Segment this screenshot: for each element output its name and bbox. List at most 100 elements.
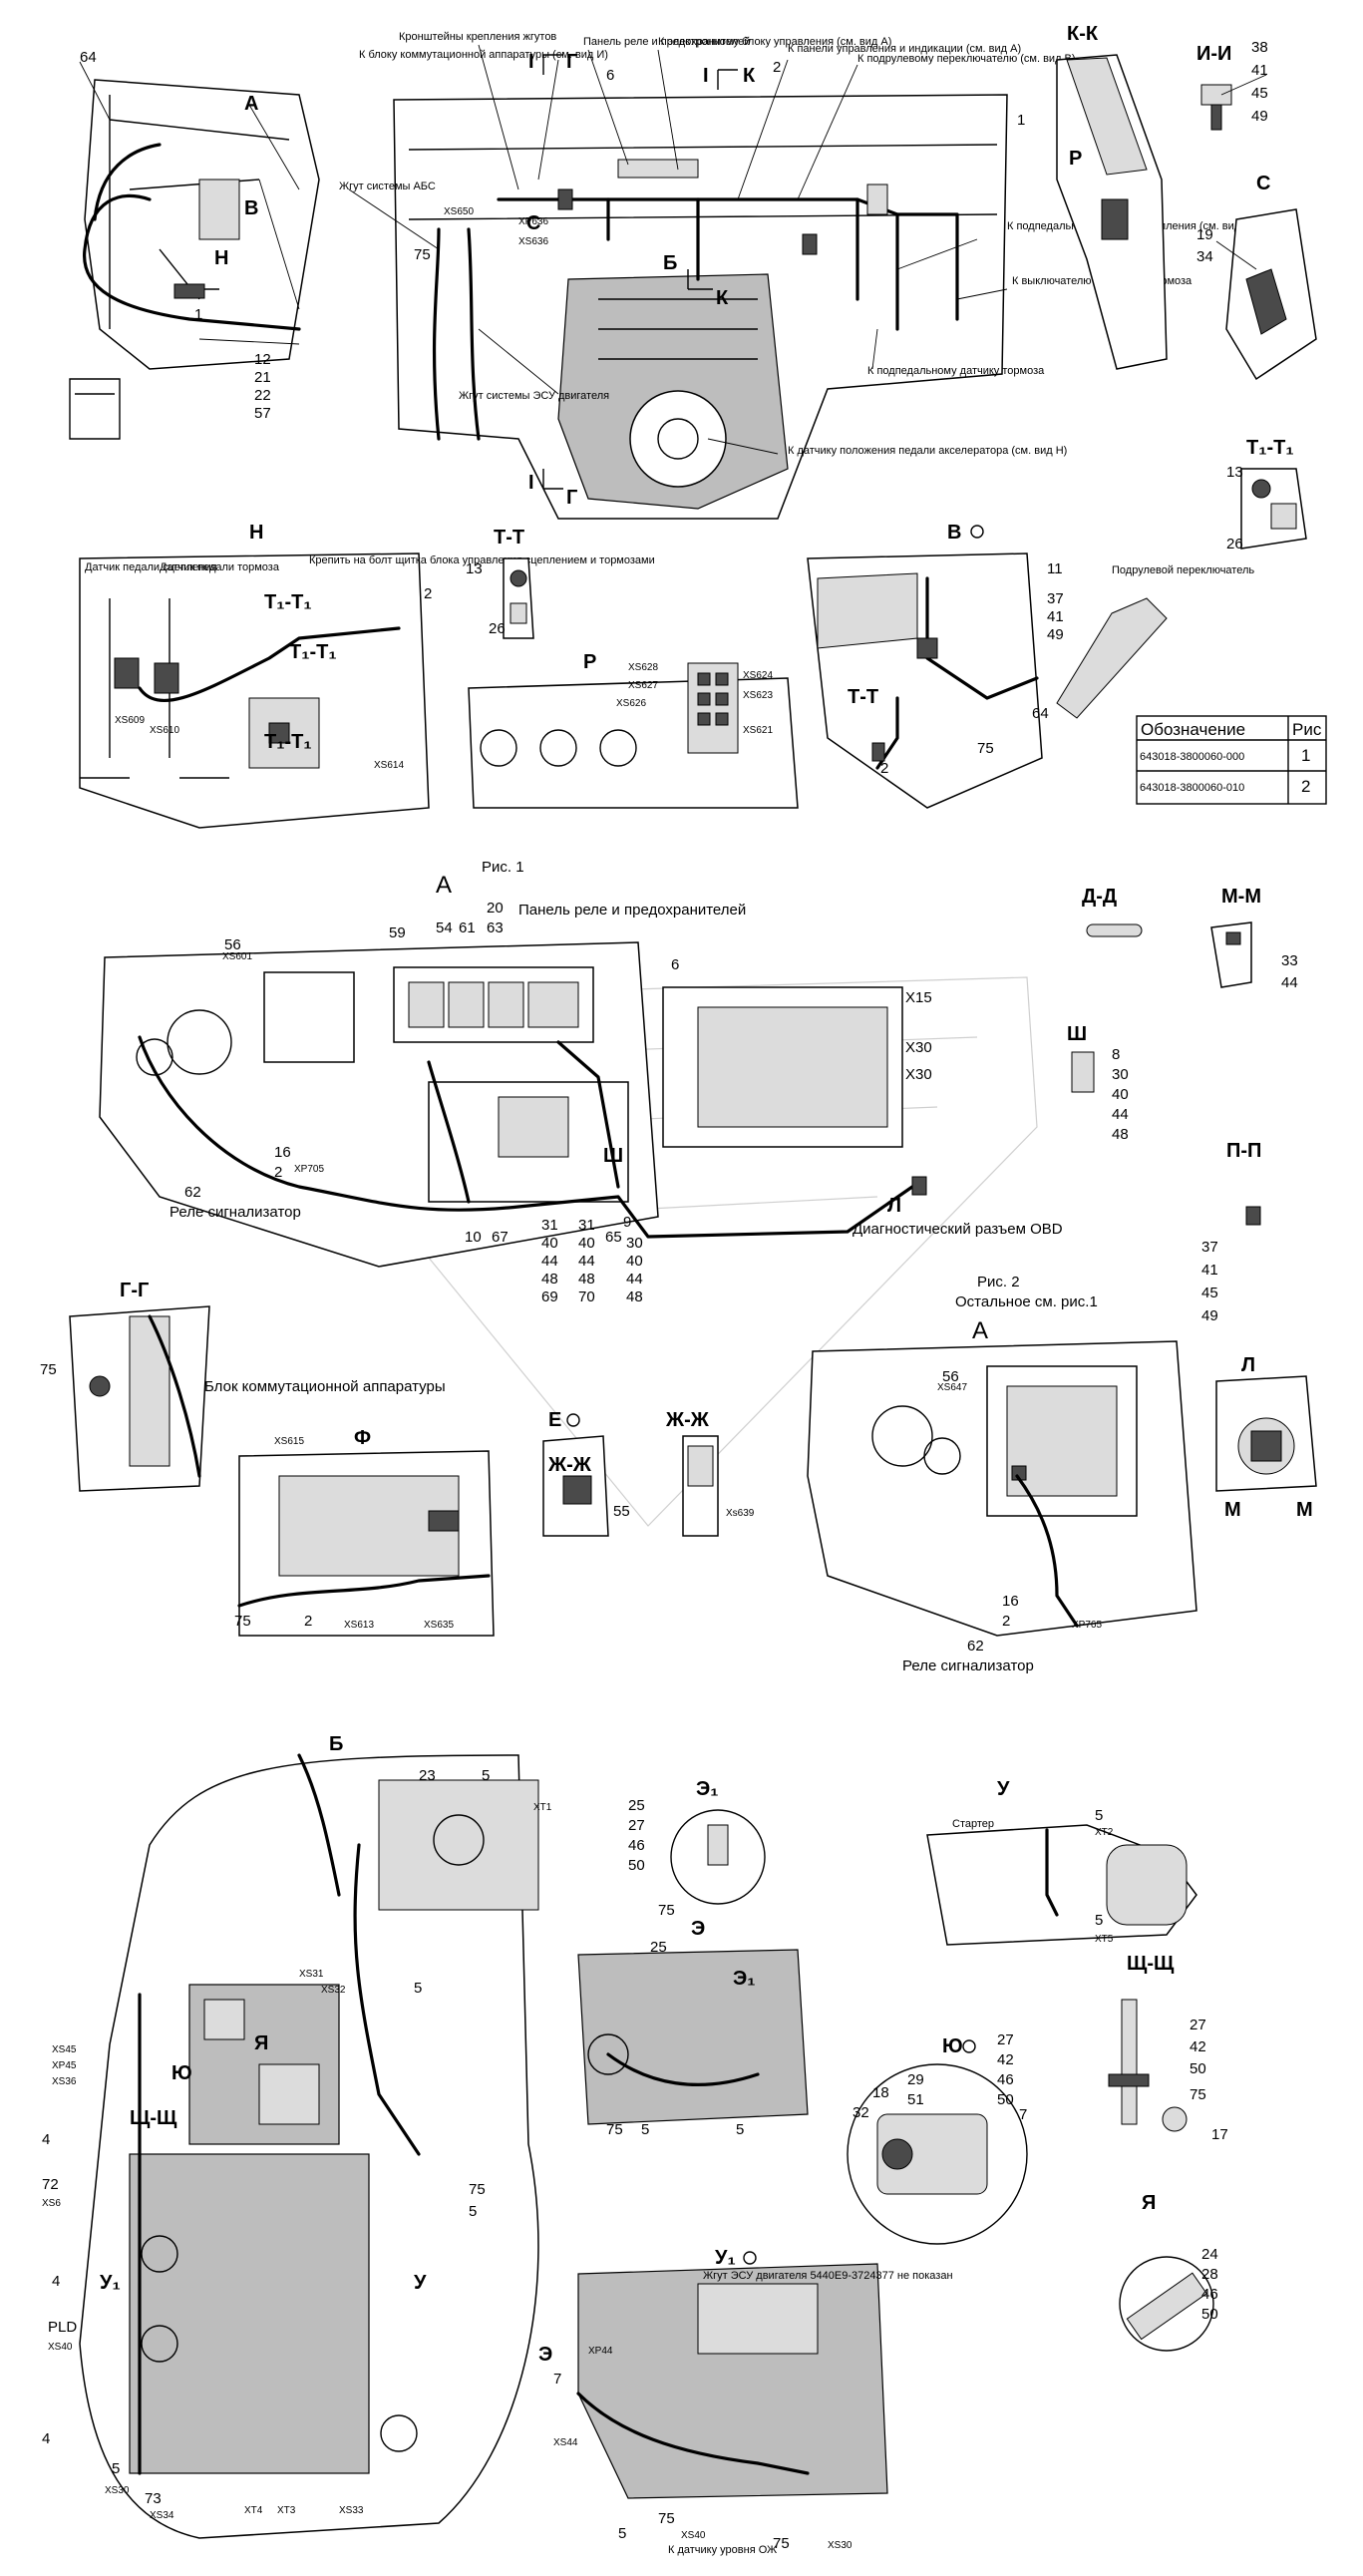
connector-label: XP44 [588,2346,613,2357]
part-number: 37 [1201,1239,1218,1256]
part-number: 7 [553,2371,561,2388]
part-number: 49 [1251,108,1268,125]
part-number: 48 [626,1288,643,1305]
part-number: 5 [469,2203,477,2220]
connector-label: X30 [905,1039,932,1056]
spec-table-cell: 1 [1301,746,1310,765]
view-ya: Я 24 28 46 50 [1119,2192,1218,2352]
part-number: 8 [1112,1046,1120,1063]
section-marker: I [703,65,709,87]
view-title-e1: Э₁ [696,1778,719,1800]
part-number: 34 [1196,248,1213,265]
part-number: 5 [641,2121,649,2138]
part-number: 28 [1201,2266,1218,2283]
part-number: 61 [459,920,476,936]
part-number: 13 [1226,464,1243,481]
connector-label: XS636 [518,236,548,247]
part-number: 16 [1002,1593,1019,1610]
part-number: 44 [541,1253,558,1270]
connector-label: XS36 [52,2076,77,2087]
connector-label: X15 [905,989,932,1006]
view-marker-r: Р [1069,148,1082,170]
callout-signal-relay: Реле сигнализатор [170,1204,301,1221]
view-yu: Ю 29 51 18 32 27 42 46 50 7 [847,2031,1028,2245]
part-number: 46 [997,2071,1014,2088]
connector-label: XS6 [42,2198,61,2209]
part-number: 57 [254,405,271,422]
part-number: 42 [1190,2038,1206,2055]
view-marker-u: У [414,2272,427,2294]
spec-table-header: Обозначение [1141,720,1245,739]
part-number: 65 [605,1229,622,1246]
view-gg: Г-Г 75 Блок коммутационной аппаратуры [40,1280,446,1492]
view-chassis-plan: Кронштейны крепления жгутов К блоку комм… [339,31,1255,520]
spec-table-cell: 643018-3800060-000 [1140,751,1244,763]
connector-label: XS30 [105,2485,130,2496]
part-number: 5 [1095,1807,1103,1824]
part-number: 26 [1226,536,1243,552]
connector-label: XS33 [339,2505,364,2516]
view-marker-n: Н [214,247,228,269]
part-number: 31 [578,1217,595,1234]
view-b: Б 23 5 XT1 XS31 XS32 5 Я Ю Щ-Щ XS45 XP45… [42,1733,552,2539]
part-number: 56 [224,936,241,953]
callout-esu-harness: Жгут системы ЭСУ двигателя [459,390,609,402]
section-marker: Т₁-Т₁ [264,591,312,613]
connector-label: XS627 [628,680,658,691]
view-ii: И-И 38 41 45 49 [1196,39,1268,131]
part-number: 4 [42,2131,50,2148]
part-number: 50 [997,2091,1014,2108]
callout-harness-note: Жгут ЭСУ двигателя 5440Е9-3724377 не пок… [703,2270,953,2282]
callout-switch-block: Блок коммутационной аппаратуры [204,1378,446,1395]
section-marker: Ж-Ж [547,1454,592,1476]
view-marker-ee: Э [538,2344,552,2366]
callout-to-column-switch: К подрулевому переключателю (см. вид В) [857,53,1076,65]
part-number: 75 [469,2181,486,2198]
part-number: 64 [80,49,97,66]
part-number: 2 [773,59,781,76]
part-number: 62 [967,1638,984,1655]
part-number: 55 [613,1503,630,1520]
part-number: 2 [880,760,888,777]
view-v: В 11 Подрулевой переключатель 37 41 49 6… [807,522,1254,809]
part-number: 72 [42,2176,59,2193]
section-marker: Т₁-Т₁ [264,731,312,753]
view-kk: К-К Р [1056,23,1168,370]
connector-label: XS601 [222,951,252,962]
connector-label: XS34 [150,2510,174,2521]
view-n: Н Датчик педали сцепления Датчик педали … [79,522,655,829]
view-title-e: Е [548,1409,561,1431]
part-number: 50 [1190,2060,1206,2077]
part-number: 41 [1047,608,1064,625]
view-marker-c: С [526,212,540,234]
part-number: 42 [997,2051,1014,2068]
view-t1t1: Т₁-Т₁ 13 26 [1226,437,1307,552]
spec-table-header: Рис [1292,720,1322,739]
connector-label: XS32 [321,1985,346,1996]
view-title-p: Р [583,651,596,673]
part-number: 27 [997,2031,1014,2048]
view-title-yu: Ю [942,2035,963,2057]
connector-label: XS621 [743,725,773,736]
part-number: 54 [436,920,453,936]
spec-table: Обозначение Рис 643018-3800060-000 1 643… [1136,715,1327,805]
callout-to-coolant-sensor: К датчику уровня ОЖ [668,2544,777,2556]
view-title-zhzh: Ж-Ж [665,1409,710,1431]
connector-label: XS635 [424,1620,454,1631]
connector-label: XS628 [628,662,658,673]
connector-label: XS40 [681,2530,706,2541]
view-cab-pedals: 64 А В Н 1 12 21 22 57 [69,49,320,440]
part-number: 10 [465,1229,482,1246]
connector-label: XS40 [48,2342,73,2353]
view-zhzh: Ж-Ж Xs639 [665,1409,755,1537]
view-pp: П-П 37 41 45 49 [1201,1140,1261,1324]
callout-fix-note: Крепить на болт щитка блока управления с… [309,554,655,566]
section-marker: М [1296,1499,1313,1521]
view-title-u: У [997,1778,1010,1800]
callout-signal-relay-2: Реле сигнализатор [902,1657,1034,1674]
part-number: 26 [489,620,506,637]
part-number: 25 [650,1939,667,1956]
connector-label: XS623 [743,690,773,701]
part-number: 49 [1201,1307,1218,1324]
section-marker: М [1224,1499,1241,1521]
